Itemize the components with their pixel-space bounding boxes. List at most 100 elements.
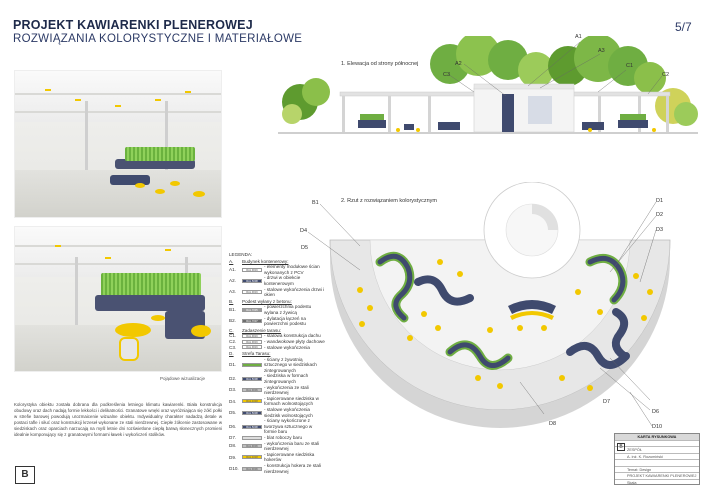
legend-code: B1. [229, 307, 236, 313]
title-block: B KARTA RYSUNKOWA ZESPÓŁ A. inż. K. Rozu… [614, 433, 700, 485]
color-swatch [242, 363, 262, 368]
color-swatch: RAL 9016 [242, 334, 262, 339]
legend-code: D5. [229, 409, 237, 415]
title-block-row: Skala [627, 480, 637, 485]
callout-d2: D2 [656, 212, 664, 218]
color-swatch: RAL 9016 [242, 267, 262, 272]
legend-row: C. Zadaszenie tarasu: [229, 328, 325, 334]
legend-row: D8.RAL 9006- wykończenia baru ze stali n… [229, 441, 325, 452]
legend-code: D. [229, 351, 234, 357]
legend-row: D1. - ściany z żywotnią sztucznego w sied… [229, 357, 325, 374]
elevation-drawing [278, 36, 698, 134]
legend-text: - siedziska w formach zintegrowanych [264, 373, 309, 385]
legend-row: D2.RAL 5008- siedziska w formach zintegr… [229, 373, 325, 384]
title-block-head: KARTA RYSUNKOWA [615, 434, 699, 441]
legend-text: - tapicerowane siedziska hokerów [264, 451, 315, 463]
legend-code: A3. [229, 289, 236, 295]
legend-row: D9. RAL 1018- tapicerowane siedziska hoke… [229, 452, 325, 463]
callout-d10: D10 [652, 424, 663, 430]
callout-d3: D3 [656, 227, 664, 233]
legend-row: C2. RAL 9016- wandwokowe płyty dachowe [229, 339, 325, 345]
legend-text: - blat roboczy baru [264, 435, 303, 440]
callout-d1: D1 [656, 198, 664, 204]
color-swatch [242, 435, 262, 440]
render-top [14, 70, 222, 218]
color-swatch: RAL 9006 [242, 444, 262, 449]
color-swatch: RAL 9016 [242, 345, 262, 350]
legend-code: D1. [229, 362, 237, 368]
color-swatch: RAL 5008 [242, 278, 262, 283]
legend-code: C2. [229, 338, 237, 344]
legend-code: A1. [229, 266, 236, 272]
legend-row: D.Strefa Tarasu: [229, 351, 325, 357]
legend-code: D9. [229, 454, 237, 460]
legend-row: D7. - blat roboczy baru [229, 435, 325, 441]
legend-text: Zadaszenie tarasu: [242, 327, 282, 333]
legend-text: - ściany z żywotnią sztucznego w siedzis… [264, 356, 317, 373]
project-description: Kolorystyka obiektu została dobrana dla … [14, 402, 222, 438]
legend-text: - wykończenia ze stali nierdzewnej [264, 384, 309, 396]
legend-row: C3. RAL 9016- stalowe wykończenia [229, 345, 325, 351]
legend-row: D6.RAL 5008- ściany wykończone z tworzyw… [229, 418, 325, 435]
color-swatch: RAL 1018 [242, 455, 262, 460]
page-number: 5/7 [675, 20, 692, 34]
legend-code: B2. [229, 318, 236, 324]
floor-plan [307, 182, 671, 428]
color-swatch: RAL 5008 [242, 410, 262, 415]
legend-row: A1.RAL 9016- elementy modułowe ścian wyk… [229, 264, 325, 275]
color-swatch: RAL 1018 [242, 399, 262, 404]
title-block-logo: B [617, 443, 625, 451]
color-swatch: RAL 9016 [242, 339, 262, 344]
title-block-row [615, 460, 699, 467]
legend-text: - wandwokowe płyty dachowe [264, 338, 325, 344]
page-title: PROJEKT KAWIARENKI PLENEROWEJ [13, 18, 253, 32]
title-block-row: PROJEKT KAWIARENKI PLENEROWEJ [615, 473, 699, 480]
elevation-title: 1. Elewacja od strony północnej [341, 61, 419, 67]
legend-row: D4.RAL 1018- tapicerowane siedziska w fo… [229, 396, 325, 407]
university-logo: B [15, 466, 35, 484]
legend-text: - wykończenia baru ze stali nierdzewnej [264, 440, 320, 452]
callout-b1: B1 [312, 200, 319, 206]
legend-code: D2. [229, 376, 237, 382]
legend-row: D10.RAL 9006- konstrukcja hokera ze stal… [229, 463, 325, 474]
legend-text: Podest wyłany z betonu: [242, 298, 292, 304]
legend-row: B1.RAL 7035- powierzchnia podestu wylana… [229, 304, 325, 315]
legend-text: - ściany wykończone z tworzywa sztuczneg… [264, 418, 313, 435]
callout-c3: C3 [443, 72, 451, 78]
render-bottom [14, 226, 222, 372]
title-block-row: A. inż. K. Rozumiński [615, 454, 699, 460]
legend-code: C3. [229, 344, 237, 350]
legend-text: - stalowe wykończenia [264, 344, 310, 350]
legend-row: D3. RAL 9006- wykończenia ze stali nierdz… [229, 385, 325, 396]
legend-text: - drzwi w obiekcie kontenerowym [264, 275, 301, 286]
legend-text: - stalowe wykończenia drzwi i okien [264, 286, 325, 298]
legend-text: - stalowa konstrukcja dachu [264, 333, 321, 339]
legend-code: C. [229, 327, 234, 333]
callout-a2: A2 [455, 61, 462, 67]
legend-code: D7. [229, 435, 237, 440]
color-swatch: RAL 9006 [242, 388, 262, 393]
legend-text: - konstrukcja hokera ze stali nierdzewne… [264, 462, 321, 474]
legend-text: Budynek kontenerowy: [242, 258, 289, 264]
callout-d8: D8 [549, 421, 557, 427]
callout-d7: D7 [603, 399, 611, 405]
legend-title: LEGENDA: [229, 252, 253, 257]
legend-code: D3. [229, 387, 237, 393]
callout-a3: A3 [598, 48, 605, 54]
legend-text: - powierzchnia podestu wylana z żywicą [264, 304, 312, 315]
title-block-row [615, 441, 699, 447]
color-swatch: RAL 9016 [242, 290, 262, 295]
render-caption: Pojądowe wizualizacje [160, 376, 206, 381]
callout-d6: D6 [652, 409, 660, 415]
legend-row: C1.RAL 9016- stalowa konstrukcja dachu [229, 333, 325, 339]
callout-d4: D4 [300, 228, 308, 234]
callout-d5: D5 [301, 245, 309, 251]
color-legend: LEGENDA: A.Budynek kontenerowy:A1.RAL 90… [229, 252, 325, 474]
legend-row: D5.RAL 5008- stalowe wykończenia siedzis… [229, 407, 325, 418]
title-block-row: Temat: Design [615, 467, 699, 473]
callout-a1: A1 [575, 34, 582, 40]
color-swatch: RAL 5008 [242, 424, 262, 429]
legend-code: B. [229, 298, 234, 304]
callout-c1: C1 [626, 63, 634, 69]
legend-code: D10. [229, 465, 239, 471]
